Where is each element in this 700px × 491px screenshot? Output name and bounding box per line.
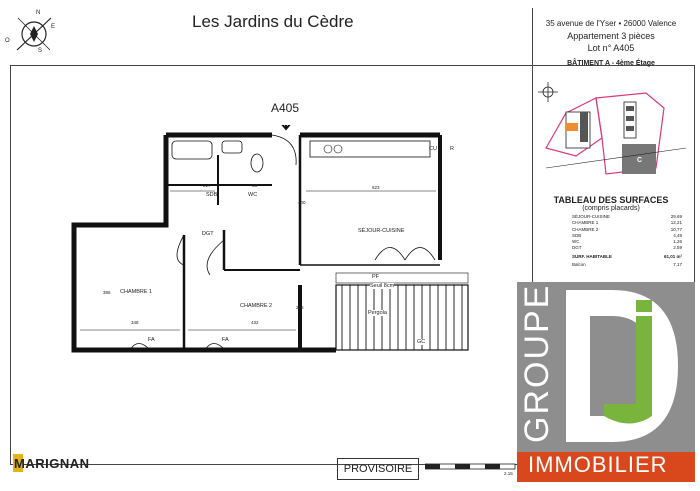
room-sejour: SÉJOUR-CUISINE	[358, 228, 405, 234]
surfaces-title: TABLEAU DES SURFACES	[553, 195, 669, 205]
compass-s: S	[38, 48, 43, 54]
dim-400: 400	[298, 200, 306, 205]
panel-divider	[532, 65, 695, 66]
location-map	[538, 82, 687, 175]
dim-386: 386	[103, 290, 111, 295]
dim-432: 432	[251, 320, 259, 325]
plan-frame	[10, 65, 695, 465]
scale-value: 2.15	[504, 471, 513, 476]
apartment-type: Appartement 3 pièces	[567, 31, 655, 41]
room-chambre1: CHAMBRE 1	[120, 289, 153, 295]
scale-bar	[425, 463, 516, 470]
provisoire-stamp: PROVISOIRE	[337, 458, 419, 480]
marignan-logo-icon	[13, 454, 23, 472]
floor-plan	[71, 125, 469, 353]
groupe-vertical-text: GROUPE	[518, 285, 556, 443]
room-pergola: Pergola	[367, 310, 388, 316]
address: 35 avenue de l'Yser • 26000 Valence	[545, 19, 677, 28]
dim-217: 217	[203, 183, 211, 188]
gc-label: GC	[417, 339, 426, 345]
window-fa-1: FA	[148, 337, 155, 343]
marignan-brand: MARIGNAN	[14, 456, 90, 471]
room-sdb: SDB	[206, 192, 218, 198]
dim-298: 298	[296, 305, 304, 310]
dj-logo-mark	[566, 290, 678, 442]
room-dgt: DGT	[202, 231, 214, 237]
building-floor: BÂTIMENT A - 4ème Étage	[567, 60, 655, 67]
map-building-c: C	[637, 157, 643, 164]
groupe-text: GROUPE	[518, 285, 556, 443]
info-panel	[532, 8, 695, 465]
immobilier-band	[517, 452, 695, 482]
room-wc: WC	[248, 192, 258, 198]
kitchen-cu: CU	[429, 146, 437, 152]
compass-e: E	[51, 24, 56, 30]
room-chambre2: CHAMBRE 2	[240, 303, 273, 309]
dim-83: 83	[252, 183, 258, 188]
surfaces-subtitle: (compris placards)	[582, 205, 640, 212]
lot-ref-label: A405	[271, 101, 300, 115]
dim-348: 348	[131, 320, 139, 325]
immobilier-text: IMMOBILIER	[528, 452, 668, 477]
lot-number: Lot n° A405	[587, 43, 635, 53]
address-block: 35 avenue de l'Yser • 26000 Valence Appa…	[536, 18, 686, 54]
dim-623: 623	[372, 185, 380, 190]
room-pf: PF	[372, 274, 380, 280]
compass-n: N	[36, 10, 41, 16]
compass-icon	[16, 17, 52, 51]
window-fa-2: FA	[222, 337, 229, 343]
kitchen-r: R	[450, 146, 454, 152]
project-title: Les Jardins du Cèdre	[192, 12, 354, 31]
compass-o: O	[5, 38, 10, 44]
threshold-label: Seuil 8cm	[370, 283, 395, 289]
